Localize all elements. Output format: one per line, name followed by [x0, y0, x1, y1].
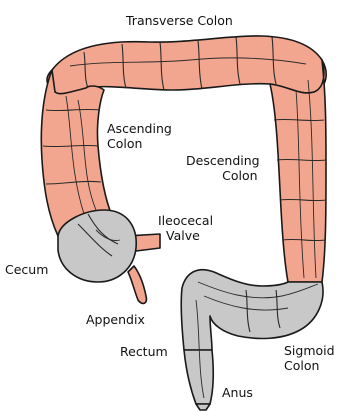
label-ileocecal-valve-line1: Ileocecal [158, 213, 213, 228]
label-cecum: Cecum [5, 262, 48, 277]
label-sigmoid-colon-line1: Sigmoid [284, 343, 335, 358]
label-sigmoid-colon-line2: Colon [284, 358, 335, 373]
label-ascending-colon-line1: Ascending [107, 121, 172, 136]
label-appendix: Appendix [86, 312, 145, 327]
label-descending-colon: Descending Colon [186, 153, 260, 183]
label-ascending-colon-line2: Colon [107, 136, 172, 151]
label-anus: Anus [222, 385, 253, 400]
anus-shape [196, 404, 210, 410]
rectum-shape [184, 350, 213, 404]
label-rectum: Rectum [120, 344, 168, 359]
appendix-shape [128, 266, 146, 303]
cecum-shape [58, 210, 136, 282]
label-ileocecal-valve-line2: Valve [158, 228, 213, 243]
label-transverse-colon: Transverse Colon [126, 13, 233, 28]
label-ascending-colon: Ascending Colon [107, 121, 172, 151]
label-descending-colon-line1: Descending [186, 153, 260, 168]
label-descending-colon-line2: Colon [186, 168, 260, 183]
label-ileocecal-valve: Ileocecal Valve [158, 213, 213, 243]
descending-colon [270, 60, 326, 282]
sigmoid-colon-shape [181, 270, 323, 350]
label-sigmoid-colon: Sigmoid Colon [284, 343, 335, 373]
